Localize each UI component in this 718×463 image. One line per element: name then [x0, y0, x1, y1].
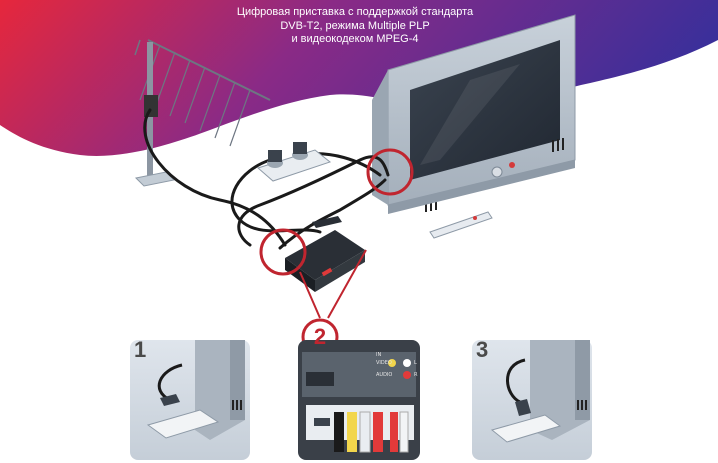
audio-label: AUDIO: [376, 372, 393, 378]
step2-panel: [298, 340, 420, 460]
tv-input-highlight: [366, 148, 414, 196]
step3-number: 3: [476, 337, 489, 362]
stb-output-highlight: [259, 228, 307, 276]
power-socket-icon: [256, 142, 332, 182]
step3-panel: [472, 340, 592, 460]
power-plug-icon: [160, 394, 180, 406]
l-label: L: [414, 360, 417, 366]
video-label: VIDEO: [376, 360, 392, 366]
r-label: R: [414, 372, 418, 378]
step1-number: 1: [134, 337, 147, 362]
headline: Цифровая приставка с поддержкой стандарт…: [210, 6, 500, 47]
headline-line3: и видеокодеком MPEG-4: [291, 33, 419, 45]
callout-lines: [299, 249, 367, 319]
set-top-box-icon: [285, 230, 365, 292]
in-label: IN: [376, 352, 382, 358]
headline-line2: DVB-T2, режима Multiple PLP: [280, 19, 430, 32]
remote-control-icon: [312, 216, 342, 228]
power-plug-icon: [515, 399, 531, 416]
headline-line1: Цифровая приставка с поддержкой стандарт…: [236, 6, 474, 18]
remote-control-icon: [429, 211, 493, 239]
step2-number: 2: [313, 324, 327, 349]
step1-panel: [130, 340, 250, 460]
